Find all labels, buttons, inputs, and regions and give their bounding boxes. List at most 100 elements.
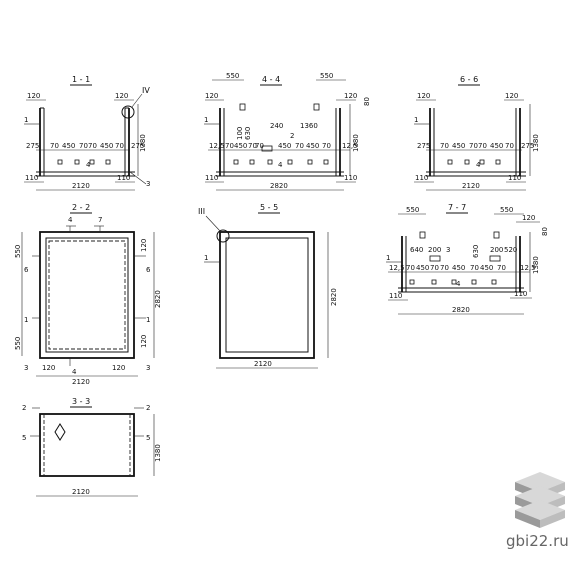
- svg-text:275: 275: [131, 142, 144, 150]
- svg-text:5: 5: [22, 434, 26, 442]
- svg-text:1380: 1380: [139, 134, 147, 152]
- svg-text:3: 3: [146, 180, 150, 188]
- detail-circle: [121, 105, 135, 119]
- svg-text:240: 240: [270, 122, 283, 130]
- svg-text:200: 200: [490, 246, 503, 254]
- svg-text:70: 70: [255, 142, 264, 150]
- svg-text:70: 70: [88, 142, 97, 150]
- svg-text:80: 80: [541, 227, 549, 236]
- svg-text:1360: 1360: [300, 122, 318, 130]
- svg-text:120: 120: [417, 92, 430, 100]
- section-title: 1 - 1: [72, 75, 90, 84]
- svg-text:1: 1: [204, 254, 208, 262]
- section-2-2: 2 - 2 4 7 4 6 1 3 6 1 3 550 550 2820 120…: [14, 203, 162, 386]
- svg-text:520: 520: [504, 246, 517, 254]
- svg-text:2820: 2820: [452, 306, 470, 314]
- svg-text:5: 5: [146, 434, 150, 442]
- svg-text:3: 3: [146, 364, 150, 372]
- section-6-6: 6 - 6 120 120 110 110 2120 1380 275 70 4…: [414, 75, 540, 191]
- svg-text:1: 1: [24, 316, 28, 324]
- svg-text:275: 275: [521, 142, 534, 150]
- section-7-7: 7 - 7 550 550 120 110 110 2820 1380 80 1…: [386, 203, 549, 315]
- svg-text:2120: 2120: [72, 182, 90, 190]
- detail-mark: IV: [142, 86, 150, 95]
- svg-text:550: 550: [226, 72, 239, 80]
- svg-text:450: 450: [234, 142, 247, 150]
- svg-text:6: 6: [24, 266, 29, 274]
- svg-text:70: 70: [115, 142, 124, 150]
- section-title: 6 - 6: [460, 75, 478, 84]
- svg-text:70: 70: [430, 264, 439, 272]
- svg-text:100: 100: [236, 127, 244, 140]
- svg-text:3: 3: [446, 246, 450, 254]
- svg-text:2120: 2120: [72, 378, 90, 386]
- svg-text:120: 120: [27, 92, 40, 100]
- svg-text:70: 70: [322, 142, 331, 150]
- detail-mark: III: [198, 207, 205, 216]
- svg-text:120: 120: [522, 214, 535, 222]
- svg-text:550: 550: [14, 245, 22, 258]
- svg-text:450: 450: [480, 264, 493, 272]
- svg-text:120: 120: [505, 92, 518, 100]
- svg-text:7: 7: [98, 216, 102, 224]
- svg-text:1: 1: [146, 316, 150, 324]
- svg-text:6: 6: [146, 266, 151, 274]
- section-title: 4 - 4: [262, 75, 280, 84]
- svg-text:120: 120: [344, 92, 357, 100]
- svg-text:4: 4: [456, 280, 461, 288]
- svg-text:70: 70: [248, 142, 257, 150]
- svg-text:120: 120: [115, 92, 128, 100]
- svg-text:70: 70: [295, 142, 304, 150]
- svg-text:70: 70: [440, 264, 449, 272]
- svg-text:450: 450: [452, 264, 465, 272]
- svg-text:2820: 2820: [270, 182, 288, 190]
- svg-text:2: 2: [146, 404, 150, 412]
- section-title: 2 - 2: [72, 203, 90, 212]
- section-5-5: 5 - 5 III 1 2120 2820: [198, 203, 338, 369]
- svg-text:450: 450: [306, 142, 319, 150]
- svg-text:110: 110: [415, 174, 428, 182]
- svg-text:4: 4: [476, 161, 481, 169]
- svg-text:4: 4: [86, 161, 91, 169]
- svg-text:630: 630: [244, 127, 252, 140]
- svg-text:550: 550: [14, 337, 22, 350]
- svg-text:70: 70: [406, 264, 415, 272]
- svg-text:1: 1: [386, 254, 390, 262]
- section-title: 7 - 7: [448, 203, 466, 212]
- svg-text:110: 110: [508, 174, 521, 182]
- svg-text:70: 70: [469, 142, 478, 150]
- svg-text:70: 70: [497, 264, 506, 272]
- svg-text:110: 110: [205, 174, 218, 182]
- svg-text:2: 2: [22, 404, 26, 412]
- svg-text:2120: 2120: [254, 360, 272, 368]
- svg-text:2120: 2120: [72, 488, 90, 496]
- section-4-4: 4 - 4 550 550 120 120 110 110 2820: [204, 72, 371, 191]
- svg-text:450: 450: [278, 142, 291, 150]
- site-logo: [515, 472, 565, 528]
- svg-text:70: 70: [225, 142, 234, 150]
- diamond-mark-icon: [54, 423, 66, 441]
- svg-text:1380: 1380: [352, 134, 360, 152]
- svg-text:275: 275: [26, 142, 39, 150]
- svg-text:1380: 1380: [532, 256, 540, 274]
- svg-text:450: 450: [490, 142, 503, 150]
- svg-text:450: 450: [452, 142, 465, 150]
- svg-text:450: 450: [62, 142, 75, 150]
- svg-text:4: 4: [72, 368, 77, 376]
- watermark-text: gbi22.ru: [506, 532, 569, 550]
- svg-text:4: 4: [68, 216, 73, 224]
- svg-text:1: 1: [204, 116, 208, 124]
- svg-text:275: 275: [417, 142, 430, 150]
- svg-text:70: 70: [470, 264, 479, 272]
- svg-text:110: 110: [514, 290, 527, 298]
- svg-text:80: 80: [363, 97, 371, 106]
- svg-text:550: 550: [500, 206, 513, 214]
- svg-text:70: 70: [505, 142, 514, 150]
- svg-text:2: 2: [290, 132, 294, 140]
- section-title: 5 - 5: [260, 203, 278, 212]
- svg-text:2820: 2820: [330, 288, 338, 306]
- svg-text:200: 200: [428, 246, 441, 254]
- svg-text:1: 1: [24, 116, 28, 124]
- svg-text:1380: 1380: [532, 134, 540, 152]
- svg-text:450: 450: [416, 264, 429, 272]
